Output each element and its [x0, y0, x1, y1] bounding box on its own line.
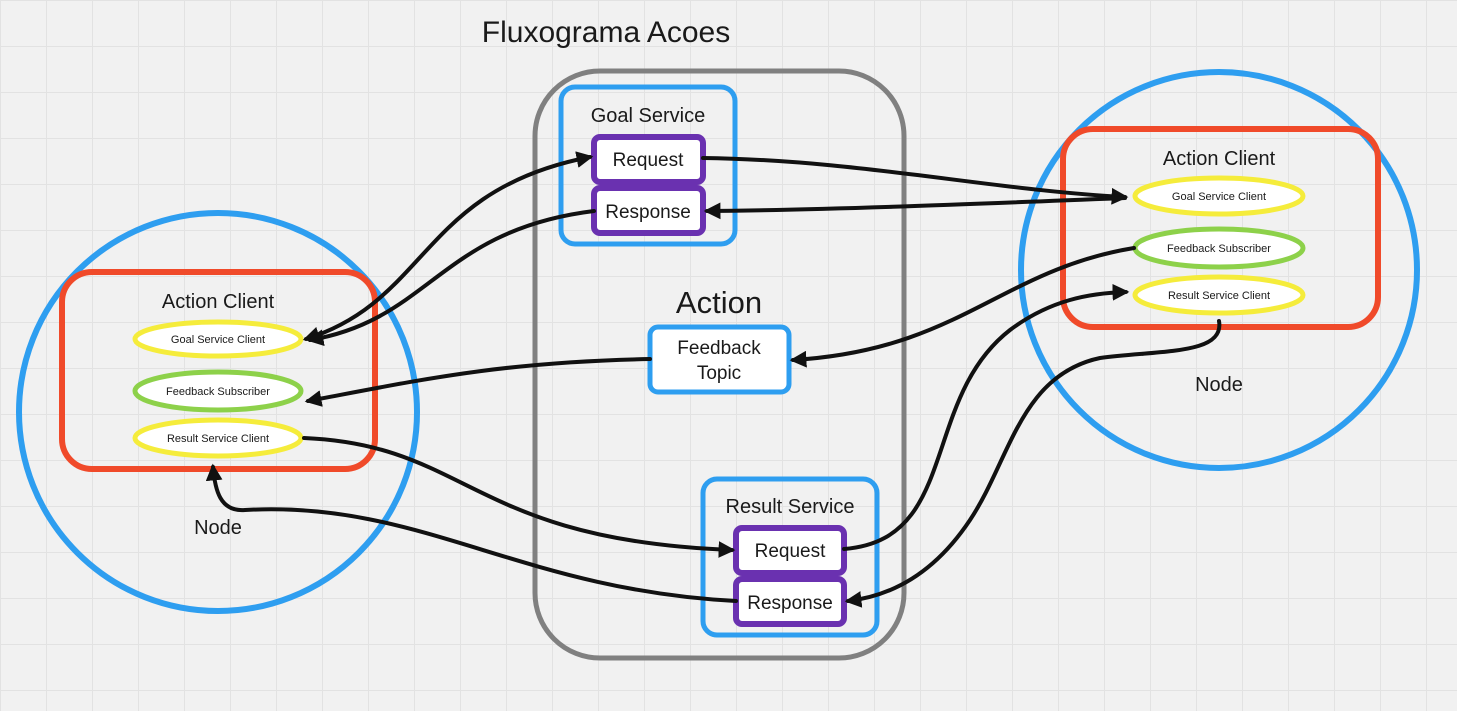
left-feedback-subscriber-label: Feedback Subscriber: [166, 386, 270, 398]
arrow-right-feedback-to-topic: [789, 246, 1136, 368]
right-goal-service-client: [1132, 175, 1306, 217]
right-action-client-title: Action Client: [1163, 148, 1276, 170]
result-response-label: Response: [747, 593, 833, 614]
result-request-label: Request: [755, 541, 826, 562]
left-result-service-client: [132, 417, 304, 459]
goal-request-label: Request: [613, 150, 684, 171]
diagram-title: Fluxograma Acoes: [482, 16, 730, 49]
arrow-goal-request-to-right: [701, 156, 1129, 205]
arrow-result-response-to-left: [205, 463, 738, 603]
arrow-left-goal-to-request: [302, 151, 594, 343]
goal-service-title: Goal Service: [591, 105, 706, 127]
right-result-service-client-label: Result Service Client: [1168, 290, 1270, 302]
right-goal-service-client-label: Goal Service Client: [1172, 191, 1266, 203]
left-goal-service-client: [132, 319, 304, 359]
result-service: [700, 476, 880, 638]
arrow-right-to-goal-response: [703, 196, 1127, 220]
left-result-service-client-label: Result Service Client: [167, 433, 269, 445]
action-label: Action: [676, 285, 762, 320]
left-node-label: Node: [194, 517, 242, 539]
right-node-circle: [1018, 69, 1420, 471]
left-feedback-subscriber: [132, 369, 304, 413]
feedback-topic-line2: Topic: [697, 363, 741, 384]
right-node-label: Node: [1195, 374, 1243, 396]
right-feedback-subscriber-label: Feedback Subscriber: [1167, 243, 1271, 255]
arrow-goal-response-to-left: [306, 209, 596, 347]
left-goal-service-client-label: Goal Service Client: [171, 334, 265, 346]
arrow-right-to-result-response: [844, 319, 1222, 608]
left-node-circle: [16, 210, 420, 614]
feedback-topic-line1: Feedback: [677, 338, 761, 359]
right-result-service-client: [1132, 274, 1306, 316]
arrow-left-result-to-request: [302, 436, 736, 558]
goal-response-label: Response: [605, 202, 691, 223]
arrow-topic-to-left-feedback: [304, 357, 652, 407]
result-service-title: Result Service: [726, 496, 855, 518]
arrow-result-request-to-right: [842, 283, 1130, 551]
left-action-client-title: Action Client: [162, 291, 275, 313]
